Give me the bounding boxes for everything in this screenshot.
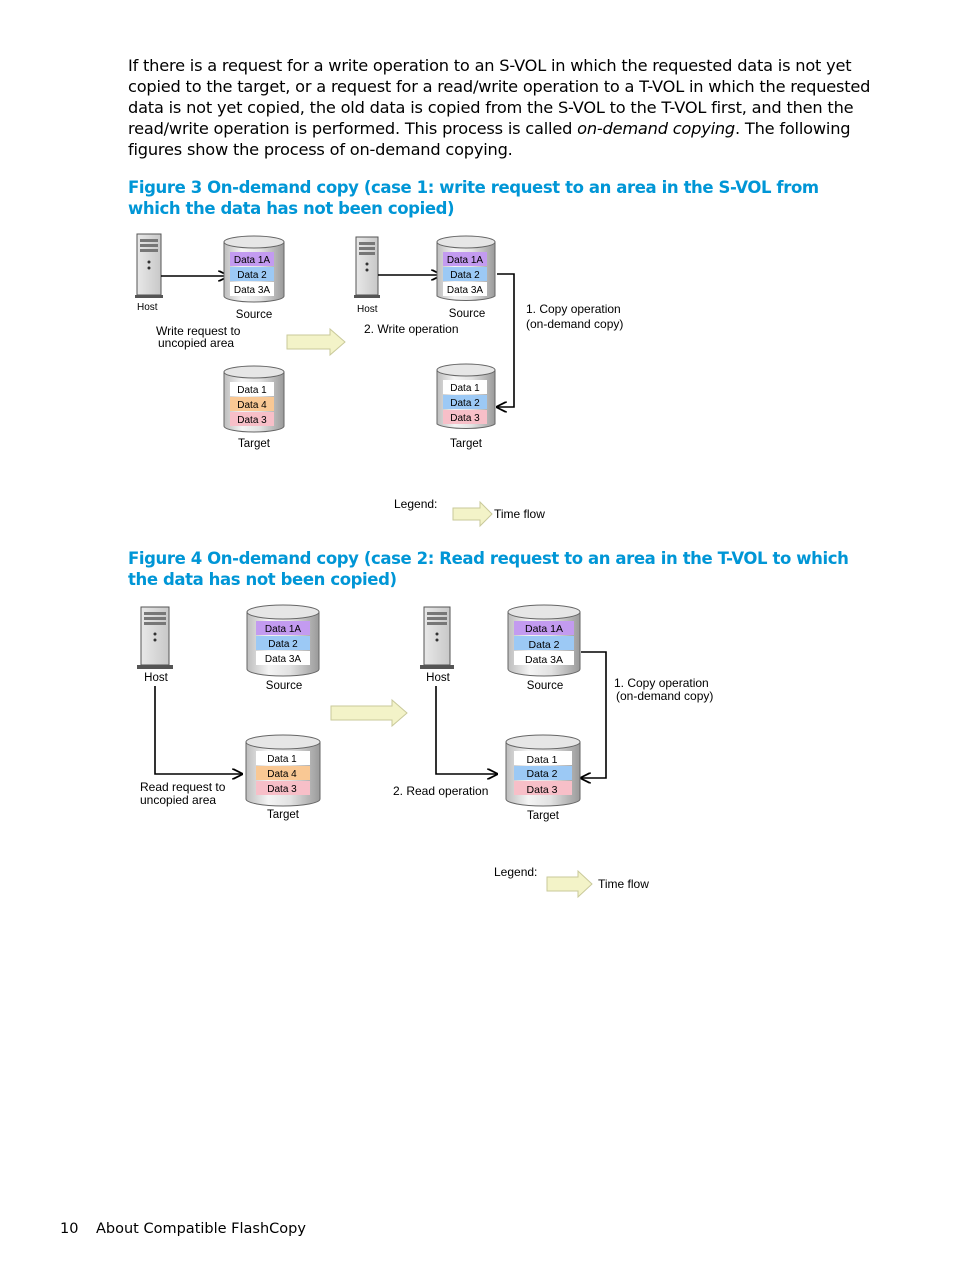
source-volume-cylinder: Data 1A Data 2 Data 3A: [507, 604, 581, 677]
source-volume-cylinder: Data 1A Data 2 Data 3A: [246, 604, 320, 677]
body-paragraph: If there is a request for a write operat…: [128, 56, 871, 159]
data-block-label: Data 3: [267, 784, 297, 795]
copy-operation-arrow: [581, 651, 607, 778]
data-block-label: Data 3A: [265, 654, 301, 665]
legend-time-flow-arrow: [452, 500, 493, 528]
source-volume-cylinder: Data 1A Data 2 Data 3A: [436, 235, 496, 301]
target-label: Target: [238, 438, 271, 450]
read-request-arrow: [154, 686, 242, 774]
data-block-label: Data 1: [267, 754, 297, 765]
page-number: 10: [60, 1221, 79, 1237]
copy-operation-label: (on-demand copy): [616, 689, 713, 703]
data-block-label: Data 1A: [265, 624, 301, 635]
request-label: Read request to: [140, 780, 226, 794]
source-label: Source: [266, 680, 302, 692]
data-block-label: Data 2: [529, 639, 560, 651]
server-icon: [137, 606, 173, 669]
copy-operation-label: 1. Copy operation: [526, 302, 621, 316]
copy-operation-arrow: [497, 273, 515, 407]
emphasis-on-demand: on-demand copying: [577, 119, 736, 138]
target-volume-cylinder: Data 1 Data 4 Data 3: [223, 365, 285, 433]
data-block-label: Data 4: [237, 400, 267, 411]
source-label: Source: [236, 309, 272, 321]
data-block-label: Data 3: [237, 415, 267, 426]
data-block-label: Data 1A: [234, 255, 270, 266]
request-label: uncopied area: [158, 336, 234, 350]
target-volume-cylinder: Data 1 Data 4 Data 3: [245, 734, 321, 807]
figure-3-title: Figure 3 On-demand copy (case 1: write r…: [128, 178, 819, 218]
data-block-label: Data 1A: [525, 623, 563, 635]
data-block-label: Data 3: [450, 413, 480, 424]
time-flow-arrow: [286, 327, 346, 357]
request-label: Write request to: [156, 324, 241, 338]
legend-label: Legend:: [394, 497, 437, 511]
time-flow-arrow: [330, 698, 408, 728]
source-label: Source: [527, 680, 563, 692]
data-block-label: Data 1: [450, 383, 480, 394]
data-block-label: Data 3A: [525, 654, 563, 666]
host-label: Host: [144, 672, 168, 684]
data-block-label: Data 1: [237, 385, 267, 396]
target-label: Target: [527, 810, 560, 822]
figure-4-title: Figure 4 On-demand copy (case 2: Read re…: [128, 549, 849, 589]
figure-4-diagram: Host Read request to uncopied area Data …: [137, 604, 713, 899]
read-operation-arrow: [435, 686, 497, 774]
legend-time-flow-label: Time flow: [598, 877, 649, 891]
legend-label: Legend:: [494, 865, 537, 879]
target-volume-cylinder: Data 1 Data 2 Data 3: [505, 734, 581, 807]
operation-label: 2. Read operation: [393, 784, 488, 798]
server-icon: [354, 236, 380, 298]
legend-time-flow-arrow: [546, 869, 593, 899]
data-block-label: Data 2: [450, 270, 480, 281]
host-label: Host: [426, 672, 450, 684]
source-label: Source: [449, 308, 485, 320]
data-block-label: Data 4: [267, 769, 297, 780]
host-label: Host: [137, 302, 158, 313]
request-label: uncopied area: [140, 793, 216, 807]
data-block-label: Data 3: [527, 784, 558, 796]
footer-section-title: About Compatible FlashCopy: [96, 1221, 306, 1237]
data-block-label: Data 2: [268, 639, 298, 650]
server-icon: [420, 606, 454, 669]
data-block-label: Data 3A: [234, 285, 270, 296]
legend-time-flow-label: Time flow: [494, 507, 545, 521]
data-block-label: Data 2: [237, 270, 267, 281]
figure-3-diagram: Host Data 1A Data 2 Data 3A Source Write…: [135, 233, 623, 528]
data-block-label: Data 2: [527, 768, 558, 780]
host-label: Host: [357, 304, 378, 315]
data-block-label: Data 2: [450, 398, 480, 409]
data-block-label: Data 3A: [447, 285, 483, 296]
operation-label: 2. Write operation: [364, 322, 459, 336]
data-block-label: Data 1: [527, 754, 558, 766]
target-volume-cylinder: Data 1 Data 2 Data 3: [436, 363, 496, 429]
copy-operation-label: 1. Copy operation: [614, 676, 709, 690]
copy-operation-label: (on-demand copy): [526, 317, 623, 331]
server-icon: [135, 233, 163, 298]
source-volume-cylinder: Data 1A Data 2 Data 3A: [223, 235, 285, 303]
target-label: Target: [267, 809, 300, 821]
target-label: Target: [450, 438, 483, 450]
data-block-label: Data 1A: [447, 255, 483, 266]
